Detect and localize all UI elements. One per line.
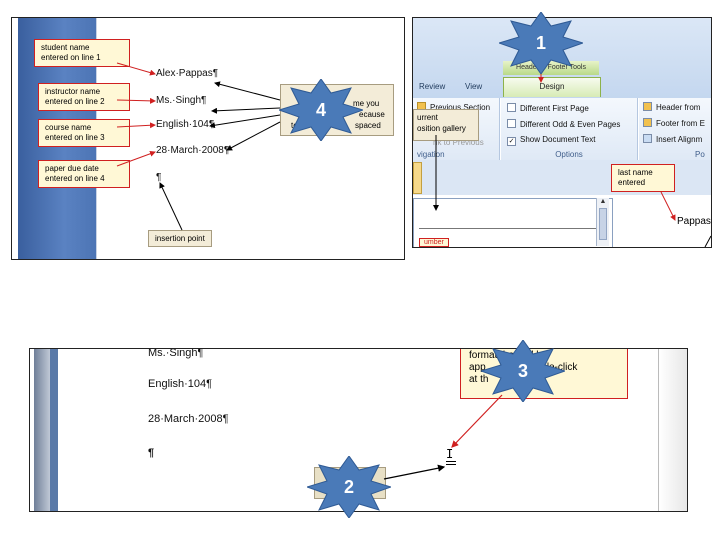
header-from-top-button[interactable]: Header from <box>643 102 700 112</box>
callout-course-name: course name entered on line 3 <box>38 119 130 147</box>
options-group: Different First Page Different Odd & Eve… <box>501 98 638 160</box>
footer-icon <box>643 118 652 127</box>
note-fragment: me you <box>353 99 380 108</box>
step-number: 3 <box>517 360 528 381</box>
position-group-label: Po <box>695 150 705 159</box>
tab-review[interactable]: Review <box>419 82 446 91</box>
step-star-1: 1 <box>499 12 583 74</box>
margin-edge <box>50 349 58 511</box>
callout-text: entered <box>618 178 646 187</box>
gallery-divider <box>419 228 599 229</box>
note-text: at th <box>469 374 489 385</box>
callout-student-name: student name entered on line 1 <box>34 39 130 67</box>
callout-arrows <box>116 62 281 231</box>
callout-text: entered on line 4 <box>45 174 105 183</box>
document-page[interactable] <box>96 18 404 259</box>
star-icon <box>279 79 363 141</box>
doc-line-english[interactable]: English·104¶ <box>148 378 213 390</box>
note-text: urrent <box>417 113 438 122</box>
show-document-text-checkbox[interactable]: ✓ Show Document Text <box>507 135 595 146</box>
doc-line-1[interactable]: Alex·Pappas¶ <box>156 68 219 79</box>
insertion-point-note: insertion point <box>148 230 212 247</box>
note-fragment: spaced <box>355 121 381 130</box>
step-number: 4 <box>315 99 326 120</box>
callout-text: last name <box>618 168 653 177</box>
callout-text: entered on line 2 <box>45 97 105 106</box>
quick-parts-thumb <box>413 162 422 194</box>
document-right-edge <box>658 349 687 511</box>
insert-alignment-tab-button[interactable]: Insert Alignm <box>643 134 702 144</box>
doc-line-4[interactable]: 28·March·2008¶ <box>156 145 230 156</box>
button-label: Header from <box>656 103 701 112</box>
step-star-4: 4 <box>279 79 363 141</box>
note-text: app uble-click <box>469 362 578 373</box>
callout-text: instructor name <box>45 87 101 96</box>
previous-section-label: Previous Section <box>430 103 491 112</box>
different-odd-even-checkbox[interactable]: Different Odd & Even Pages <box>507 119 620 129</box>
i-beam-cursor-icon: I <box>446 447 454 461</box>
scroll-up-icon[interactable]: ▲ <box>599 198 607 205</box>
link-to-previous-button[interactable]: nk to Previous <box>433 138 484 147</box>
callout-instructor-name: instructor name entered on line 2 <box>38 83 130 111</box>
step-number: 2 <box>343 476 354 497</box>
click-and-type-indicator <box>446 461 456 465</box>
callout-text: student name <box>41 43 90 52</box>
header-icon <box>643 102 652 111</box>
doc-line-date[interactable]: 28·March·2008¶ <box>148 413 229 425</box>
checkbox-icon <box>507 103 516 112</box>
different-first-page-checkbox[interactable]: Different First Page <box>507 103 589 113</box>
checkbox-label: Different First Page <box>520 104 589 113</box>
callout-text: entered on line 1 <box>41 53 101 62</box>
doc-line-2[interactable]: Ms.·Singh¶ <box>156 95 207 106</box>
tab-design[interactable]: Design <box>503 77 601 97</box>
header-footer-tools-band: Header & Footer Tools <box>503 61 599 75</box>
checkbox-label: Different Odd & Even Pages <box>520 120 621 129</box>
position-group: Header from Footer from E Insert Alignm … <box>639 98 711 160</box>
checkbox-label: Show Document Text <box>520 135 596 144</box>
options-group-label: Options <box>555 150 583 159</box>
gallery-note: urrent osition gallery <box>413 109 479 141</box>
callout-text: entered on line 3 <box>45 133 105 142</box>
callout-text: paper due date <box>45 164 99 173</box>
star-icon <box>481 340 565 402</box>
callout-text: course name <box>45 123 92 132</box>
doc-line-cursor[interactable]: ¶ <box>148 447 155 459</box>
callout-last-name: last name entered <box>611 164 675 192</box>
document-panel-top-left: Alex·Pappas¶ Ms.·Singh¶ English·104¶ 28·… <box>11 17 405 260</box>
tab-view[interactable]: View <box>465 82 483 91</box>
page-number-callout: umber <box>419 238 449 247</box>
step-star-2: 2 <box>307 456 391 518</box>
callout-paper-due-date: paper due date entered on line 4 <box>38 160 130 188</box>
gallery-scrollbar[interactable]: ▲ <box>596 198 609 246</box>
doc-line-5-cursor[interactable]: ¶ <box>156 172 162 183</box>
alignment-icon <box>643 134 652 143</box>
bottom-arrows <box>383 394 503 480</box>
footer-from-bottom-button[interactable]: Footer from E <box>643 118 705 128</box>
star-icon <box>307 456 391 518</box>
step-star-3: 3 <box>481 340 565 402</box>
step-number: 1 <box>535 32 546 53</box>
button-label: Insert Alignm <box>656 135 703 144</box>
header-text-pappas[interactable]: Pappas <box>677 216 711 227</box>
star-icon <box>499 12 583 74</box>
checkbox-icon <box>507 119 516 128</box>
navigation-group-label: vigation <box>417 150 445 159</box>
note-text: osition gallery <box>417 124 466 133</box>
doc-line-3[interactable]: English·104¶ <box>156 119 215 130</box>
button-label: Footer from E <box>656 119 705 128</box>
doc-line-ms-singh[interactable]: Ms.·Singh¶ <box>148 348 204 359</box>
checkbox-checked-icon: ✓ <box>507 137 516 146</box>
scroll-thumb[interactable] <box>599 208 607 240</box>
note-fragment: ecause <box>359 110 385 119</box>
